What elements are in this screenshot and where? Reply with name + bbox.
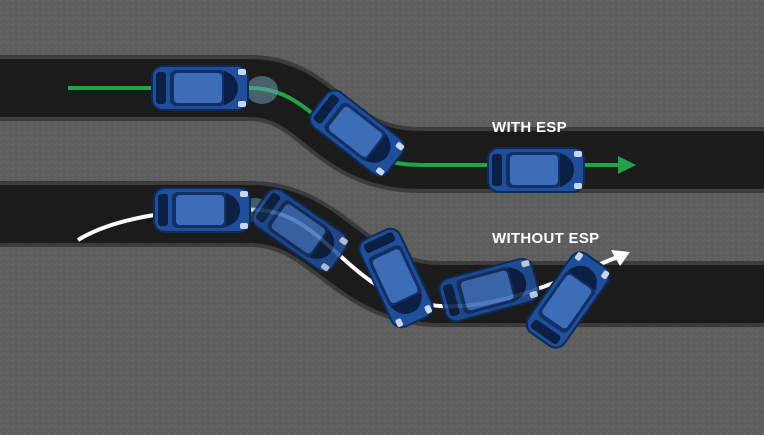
with-esp-label: WITH ESP <box>492 119 567 136</box>
car-top-view-icon <box>151 65 249 111</box>
car-top-view-icon <box>487 147 585 193</box>
without-esp-arrow-head-icon <box>611 250 630 266</box>
without-esp-label: WITHOUT ESP <box>492 230 599 247</box>
spray-effect <box>246 76 278 104</box>
car-top-view-icon <box>153 187 251 233</box>
with-esp-arrow-head-icon <box>618 156 636 174</box>
